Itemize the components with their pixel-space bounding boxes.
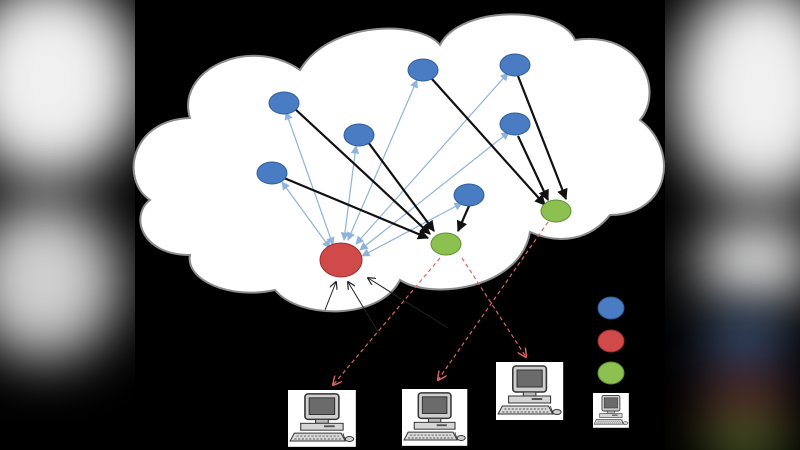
link-computer-red bbox=[368, 278, 449, 329]
link-thin bbox=[361, 202, 463, 257]
cloud-shape bbox=[132, 13, 665, 313]
link-thick bbox=[431, 78, 546, 206]
blue-node bbox=[499, 53, 531, 77]
nodes bbox=[256, 53, 572, 278]
blue-node bbox=[453, 183, 485, 207]
link-thick bbox=[456, 205, 471, 233]
link-thin bbox=[281, 181, 331, 249]
red-node bbox=[319, 242, 363, 278]
link-thick bbox=[283, 176, 430, 240]
blue-node bbox=[499, 112, 531, 136]
red-node-icon bbox=[597, 329, 625, 353]
thin-links bbox=[281, 72, 510, 257]
thick-links bbox=[283, 75, 568, 240]
green-node-icon bbox=[597, 361, 625, 385]
computer-icon bbox=[401, 388, 469, 447]
blue-node bbox=[268, 91, 300, 115]
link-dashed bbox=[461, 257, 526, 357]
dashed-links bbox=[333, 221, 549, 385]
blue-node bbox=[407, 58, 439, 82]
link-thick bbox=[516, 75, 568, 201]
blurred-left-margin bbox=[0, 0, 135, 450]
computer-icon bbox=[287, 389, 357, 448]
computer-to-red-links bbox=[324, 278, 449, 336]
green-node bbox=[540, 199, 572, 223]
link-thick bbox=[293, 107, 431, 235]
blue-node bbox=[343, 123, 375, 147]
cloud bbox=[132, 13, 665, 313]
link-thick bbox=[367, 141, 435, 232]
green-node bbox=[430, 232, 462, 256]
link-computer-red bbox=[348, 282, 381, 336]
computers bbox=[287, 361, 564, 448]
computer-icon bbox=[495, 361, 564, 421]
blurred-right-margin bbox=[665, 0, 800, 450]
blue-node-icon bbox=[597, 296, 625, 320]
computer-icon bbox=[592, 392, 630, 429]
link-thick bbox=[517, 135, 549, 201]
blue-node bbox=[256, 161, 288, 185]
legend bbox=[592, 296, 630, 429]
link-computer-red bbox=[324, 282, 336, 311]
